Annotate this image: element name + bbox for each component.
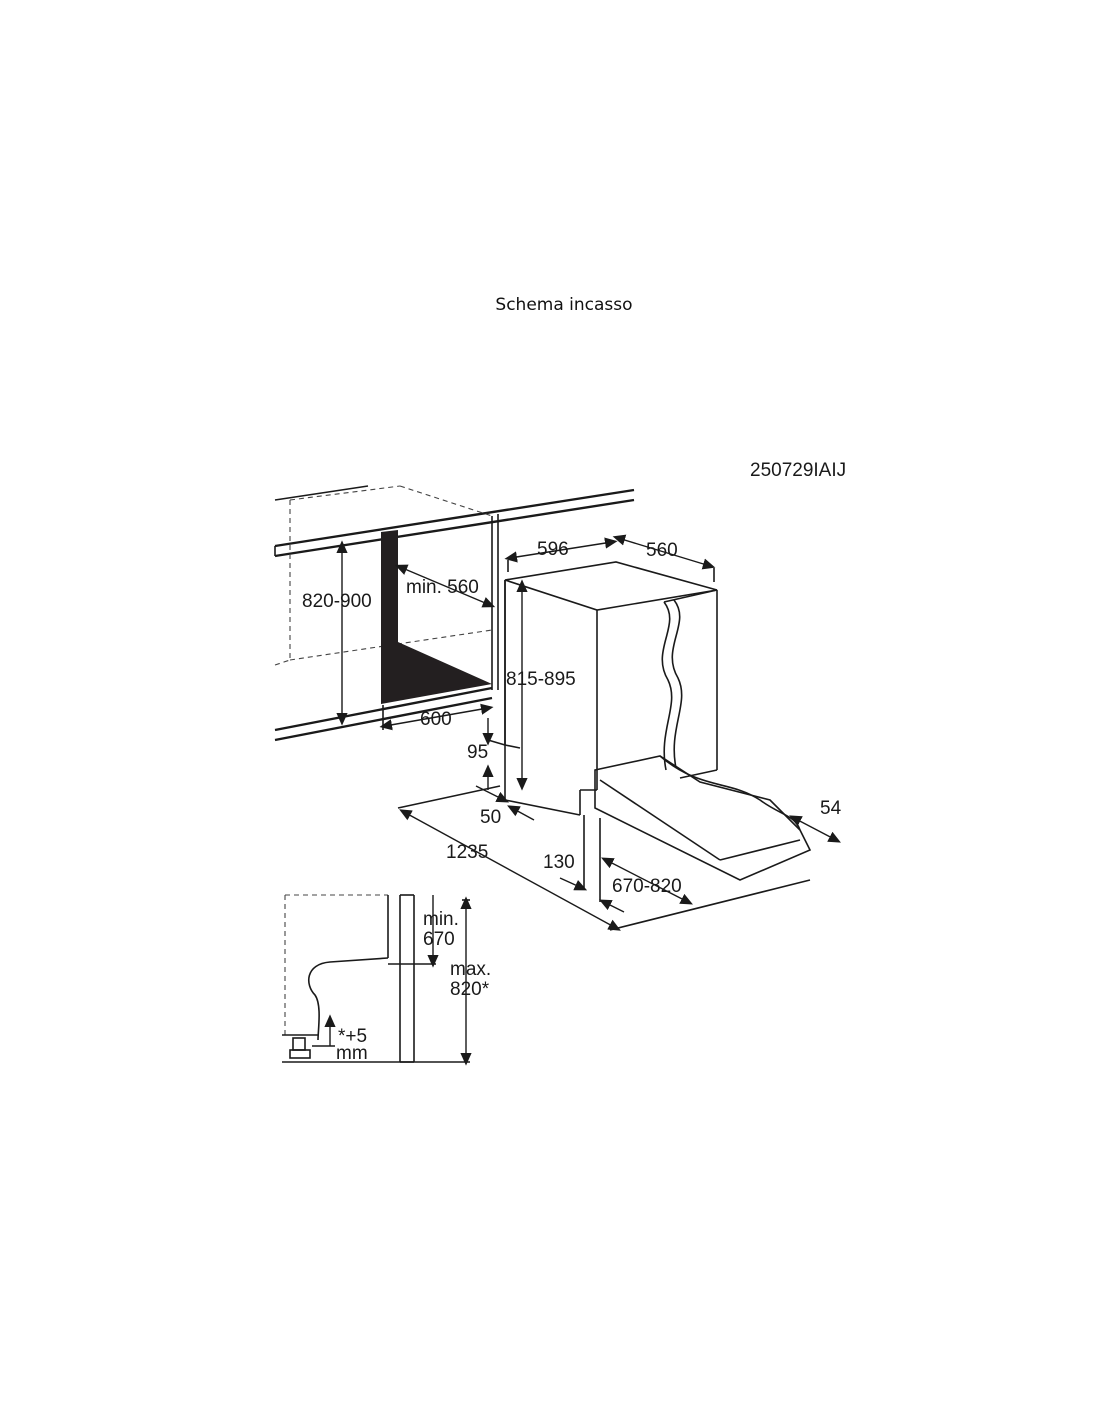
detail-adjust-value: *+5 <box>338 1026 367 1047</box>
door-height-arrow <box>601 857 693 905</box>
door-gap-label: 130 <box>543 852 575 873</box>
plinth-depth-label: 50 <box>480 807 501 828</box>
door-thickness-arrow <box>789 815 841 843</box>
appliance-depth-arrow <box>612 534 716 570</box>
plinth-depth-arrow-left <box>475 785 510 803</box>
niche-depth-label: min. 560 <box>406 577 479 598</box>
page-title: Schema incasso <box>495 295 633 315</box>
detail-adjust-unit: mm <box>336 1043 368 1064</box>
appliance-depth-label: 560 <box>646 540 678 561</box>
plinth-height-label: 95 <box>467 742 488 763</box>
detail-max-label: max. <box>450 959 491 980</box>
door-height-label: 670-820 <box>612 876 682 897</box>
detail-min-value: 670 <box>423 929 455 950</box>
door-thickness-label: 54 <box>820 798 842 819</box>
door-gap-arrow-2 <box>598 899 625 913</box>
niche-height-label: 820-900 <box>302 591 372 612</box>
detail-min-label: min. <box>423 909 459 930</box>
door-gap-arrow <box>559 877 588 891</box>
appliance-door <box>594 589 812 881</box>
drawing-code: 250729IAIJ <box>750 460 847 481</box>
detail-max-value: 820* <box>450 979 490 1000</box>
niche-side-wall <box>381 530 492 704</box>
niche-width-label: 600 <box>420 709 452 730</box>
worktop <box>274 485 635 742</box>
door-clearance-arrow <box>399 809 621 931</box>
appliance-width-arrow <box>504 537 618 563</box>
plinth-depth-arrow-right <box>507 805 535 821</box>
detail-drawing <box>282 894 470 1063</box>
appliance-width-label: 596 <box>537 539 569 560</box>
niche-depth-arrow <box>394 564 496 608</box>
niche-width-arrow <box>379 703 494 731</box>
appliance-height-label: 815-895 <box>506 669 576 690</box>
door-clearance-label: 1235 <box>446 842 488 863</box>
